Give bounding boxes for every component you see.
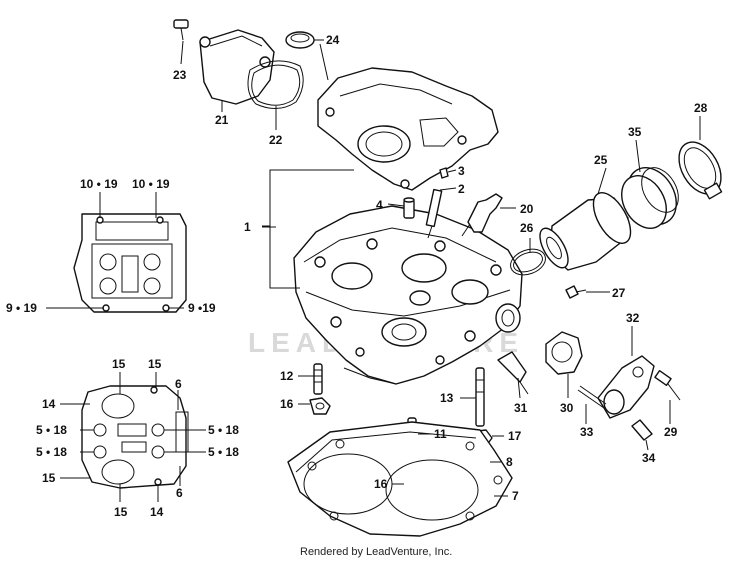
- head-top-view-inset: [73, 213, 187, 313]
- head-cover: [317, 67, 499, 191]
- footer-credit: Rendered by LeadVenture, Inc.: [300, 546, 452, 558]
- leader-lines: [46, 39, 701, 502]
- callout-2: 2: [458, 182, 465, 196]
- callout-25: 25: [594, 153, 608, 167]
- callout-16-upper: 16: [280, 397, 294, 411]
- callout-11: 11: [434, 427, 447, 441]
- callout-16-lower: 16: [374, 477, 388, 491]
- callout-23: 23: [173, 68, 187, 82]
- callout-26: 26: [520, 221, 534, 235]
- cap-bolt: [173, 19, 189, 41]
- callout-12: 12: [280, 369, 294, 383]
- callout-14-left: 14: [42, 397, 56, 411]
- callout-27: 27: [612, 286, 626, 300]
- callout-31: 31: [514, 401, 528, 415]
- callout-15-top-left: 15: [112, 357, 126, 371]
- callout-28: 28: [694, 101, 708, 115]
- callout-30: 30: [560, 401, 574, 415]
- callout-14-bottom: 14: [150, 505, 164, 519]
- o-ring: [510, 248, 546, 276]
- callout-8: 8: [506, 455, 513, 469]
- cap-plug: [285, 31, 315, 49]
- callout-21: 21: [215, 113, 229, 127]
- callout-6-bottom: 6: [176, 486, 183, 500]
- callout-10-19-right: 10 • 19: [132, 177, 170, 191]
- callout-10-19-left: 10 • 19: [80, 177, 118, 191]
- callout-35: 35: [628, 125, 642, 139]
- screw-27: [565, 285, 587, 299]
- thermostat-cover: [597, 355, 655, 419]
- cylinder-head: [293, 205, 523, 385]
- valve-cotter: [439, 167, 449, 179]
- callout-5-18-left-lower: 5 • 18: [36, 445, 67, 459]
- callout-3: 3: [458, 164, 465, 178]
- bracket-1: [269, 169, 354, 289]
- callout-9-19-right: 9 •19: [188, 301, 216, 315]
- callout-22: 22: [269, 133, 283, 147]
- callout-24: 24: [326, 33, 340, 47]
- stud-13: [475, 367, 485, 427]
- callout-9-19-left: 9 • 19: [6, 301, 37, 315]
- callout-7: 7: [512, 489, 519, 503]
- callout-4: 4: [376, 198, 383, 212]
- callout-20: 20: [520, 202, 534, 216]
- callout-1: 1: [244, 220, 251, 234]
- callout-34: 34: [642, 451, 656, 465]
- callout-labels: 1 2 3 4 6 6 7 8 9 • 19 9 •19 10 • 19 10 …: [6, 33, 708, 519]
- valve-cover-cap: [199, 29, 275, 105]
- callout-5-18-right-upper: 5 • 18: [208, 423, 239, 437]
- spark-plug: [461, 193, 503, 237]
- callout-15-top-right: 15: [148, 357, 162, 371]
- callout-5-18-right-lower: 5 • 18: [208, 445, 239, 459]
- stud-12: [313, 363, 323, 395]
- sensor-31: [497, 351, 529, 395]
- callout-33: 33: [580, 425, 594, 439]
- head-bottom-view-inset: [81, 385, 189, 489]
- valve-guide-small: [403, 197, 415, 219]
- hose-fitting-34: [631, 419, 653, 441]
- callout-15-left: 15: [42, 471, 56, 485]
- callout-5-18-left-upper: 5 • 18: [36, 423, 67, 437]
- callout-17: 17: [508, 429, 522, 443]
- intake-clamp: [621, 167, 679, 229]
- stud-33: [577, 385, 607, 409]
- callout-32: 32: [626, 311, 640, 325]
- clamp-ring: [678, 141, 723, 200]
- bolt-29: [654, 370, 681, 401]
- callout-6-top: 6: [175, 377, 182, 391]
- nut-16-upper: [309, 397, 331, 415]
- callout-13: 13: [440, 391, 454, 405]
- head-gasket: [287, 421, 513, 537]
- cap-gasket: [247, 60, 304, 109]
- thermostat-housing: [545, 331, 583, 375]
- valve-guide: [425, 188, 443, 239]
- callout-15-bottom: 15: [114, 505, 128, 519]
- callout-29: 29: [664, 425, 678, 439]
- intake-boot: [539, 192, 632, 271]
